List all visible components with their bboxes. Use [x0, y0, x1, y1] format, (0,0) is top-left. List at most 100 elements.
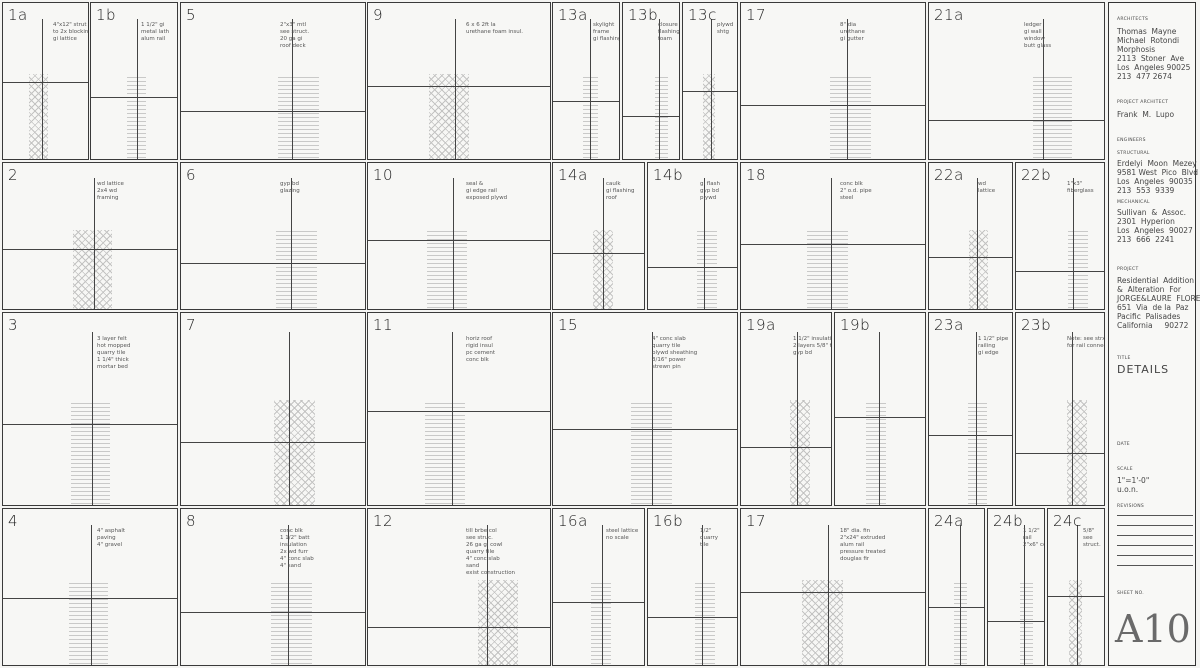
- section-line: [929, 120, 1104, 121]
- detail-annotation: 6 x 6 2ft la urethane foam insul.: [466, 22, 524, 35]
- section-line: [1043, 19, 1044, 159]
- section-line: [1024, 525, 1025, 665]
- project-architect-text: Frank M. Lupo: [1117, 110, 1175, 119]
- section-line: [91, 525, 92, 665]
- detail-annotation: 1 1/2" insulation 2 layers 5/8" type x g…: [793, 336, 832, 356]
- section-line: [711, 19, 712, 159]
- detail-label: 24b: [993, 512, 1024, 530]
- detail-label: 13c: [688, 6, 717, 24]
- material-hatch: [478, 580, 518, 665]
- revision-line: [1117, 515, 1193, 516]
- detail-label: 14a: [558, 166, 588, 184]
- section-line: [368, 411, 550, 412]
- section-line: [3, 598, 177, 599]
- detail-annotation: 5/8" see struct.: [1083, 528, 1101, 548]
- detail-annotation: wd lattice: [978, 181, 996, 194]
- structural-caption: STRUCTURAL: [1117, 151, 1150, 156]
- section-line: [3, 424, 177, 425]
- detail-panel-7: 7: [180, 312, 366, 506]
- section-line: [368, 627, 550, 628]
- detail-label: 2: [8, 166, 19, 184]
- section-line: [288, 525, 289, 665]
- detail-annotation: 4" conc slab quarry tile plywd sheathing…: [652, 336, 698, 370]
- material-hatch: [697, 230, 717, 309]
- section-line: [453, 178, 454, 309]
- detail-annotation: ledger gi wall window butt glass: [1024, 22, 1052, 49]
- material-hatch: [271, 580, 312, 665]
- detail-annotation: 2"x3" mtl see struct. 20 ga gi roof deck: [280, 22, 310, 49]
- detail-label: 23a: [934, 316, 964, 334]
- detail-label: 23b: [1021, 316, 1052, 334]
- detail-label: 17: [746, 6, 767, 24]
- section-line: [741, 105, 925, 106]
- material-hatch: [276, 230, 317, 309]
- detail-panel-22a: 22a wd lattice: [928, 162, 1013, 310]
- section-line: [929, 257, 1012, 258]
- material-hatch: [591, 580, 611, 665]
- section-line: [977, 178, 978, 309]
- section-line: [704, 178, 705, 309]
- revision-line: [1117, 545, 1193, 546]
- section-line: [92, 332, 93, 505]
- detail-annotation: 18" dia. fin 2"x24" extruded alum rail p…: [840, 528, 886, 562]
- section-line: [797, 332, 798, 505]
- material-hatch: [71, 400, 110, 505]
- section-line: [648, 267, 737, 268]
- section-line: [368, 86, 550, 87]
- section-line: [879, 332, 880, 505]
- title-caption: TITLE: [1117, 356, 1131, 361]
- detail-annotation: conc blk 2" o.d. pipe steel: [840, 181, 872, 201]
- detail-panel-19b: 19b: [834, 312, 926, 506]
- section-line: [368, 240, 550, 241]
- detail-label: 19a: [746, 316, 776, 334]
- detail-label: 24a: [934, 512, 964, 530]
- section-line: [291, 178, 292, 309]
- engineers-caption: ENGINEERS: [1117, 138, 1146, 143]
- detail-label: 7: [186, 316, 197, 334]
- detail-label: 13a: [558, 6, 588, 24]
- material-hatch: [968, 400, 987, 505]
- detail-annotation: Note: see strx dwgs for rail connection: [1067, 336, 1105, 349]
- detail-label: 22b: [1021, 166, 1052, 184]
- project-architect-caption: PROJECT ARCHITECT: [1117, 100, 1169, 105]
- detail-label: 19b: [840, 316, 871, 334]
- project-caption: PROJECT: [1117, 267, 1139, 272]
- detail-label: 8: [186, 512, 197, 530]
- architects-caption: ARCHITECTS: [1117, 17, 1149, 22]
- material-hatch: [278, 74, 319, 159]
- detail-label: 14b: [653, 166, 684, 184]
- detail-label: 3: [8, 316, 19, 334]
- section-line: [3, 249, 177, 250]
- mechanical-caption: MECHANICAL: [1117, 200, 1150, 205]
- detail-annotation: till brbe col see struc. 26 ga gi cowl q…: [466, 528, 516, 576]
- section-line: [181, 612, 365, 613]
- material-hatch: [866, 400, 886, 505]
- section-line: [181, 263, 365, 264]
- material-hatch: [790, 400, 810, 505]
- mechanical-text: Sullivan & Assoc. 2301 Hyperion Los Ange…: [1117, 208, 1193, 244]
- section-line: [553, 602, 644, 603]
- detail-label: 22a: [934, 166, 964, 184]
- architects-text: Thomas Mayne Michael Rotondi Morphosis 2…: [1117, 27, 1191, 81]
- section-line: [137, 19, 138, 159]
- material-hatch: [73, 230, 112, 309]
- detail-label: 9: [373, 6, 384, 24]
- section-line: [590, 19, 591, 159]
